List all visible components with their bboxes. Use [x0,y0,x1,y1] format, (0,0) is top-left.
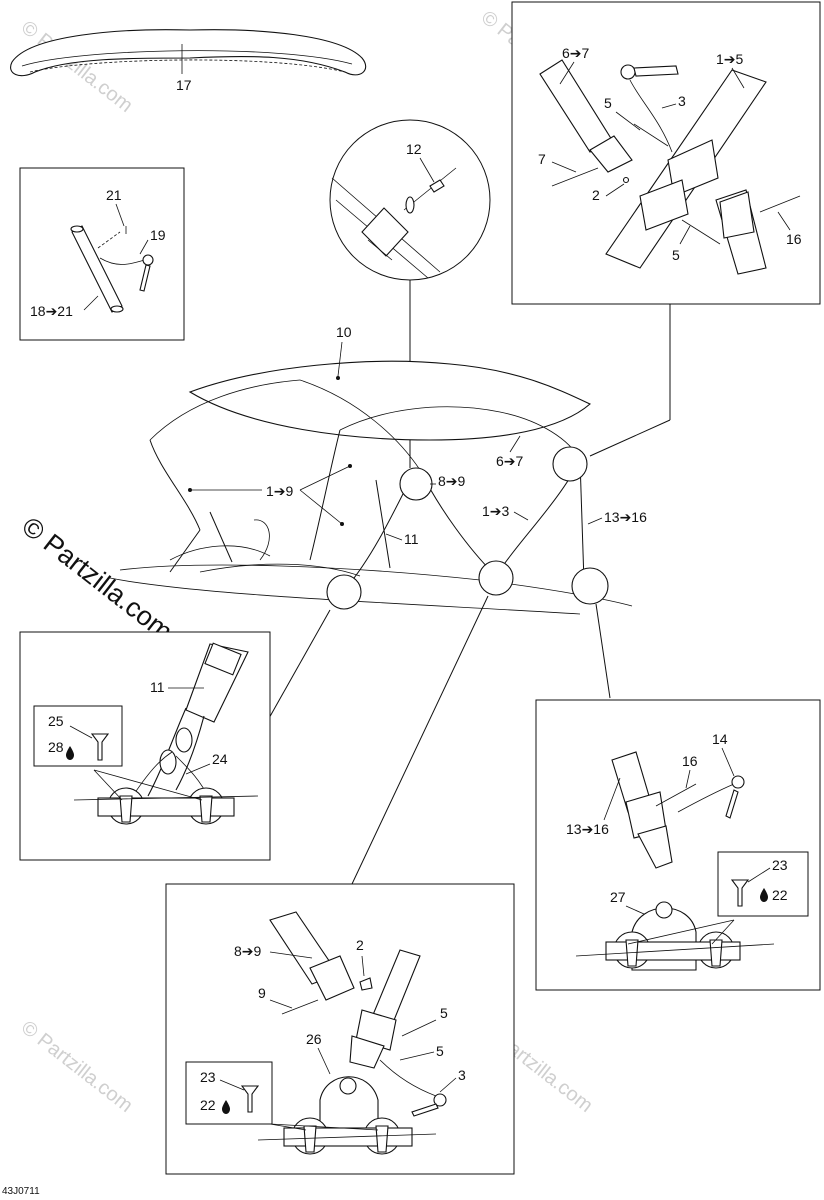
callout-6-7: 6➔7 [496,453,524,469]
callout-3-bottom: 3 [458,1067,466,1083]
callout-22-bottom: 22 [200,1097,216,1113]
callout-16-back: 16 [682,753,698,769]
callout-5-joint-b: 5 [672,247,680,263]
callout-13-16-back: 13➔16 [566,821,609,837]
drawing-code: 43J0711 [2,1186,40,1197]
callout-8-9: 8➔9 [438,473,466,489]
back-hardware-box [717,851,809,917]
callout-16-joint: 16 [786,231,802,247]
sealant-drop-icon [66,746,74,760]
bimini-overview [109,360,633,615]
bottom-drawing [257,911,447,1155]
callout-6-7-joint: 6➔7 [562,45,590,61]
strap-drawing [73,642,259,825]
callout-26: 26 [306,1031,322,1047]
callout-2-joint: 2 [592,187,600,203]
callout-21: 21 [106,187,122,203]
callout-10: 10 [336,324,352,340]
callout-23-back: 23 [772,857,788,873]
callout-5-bottom-b: 5 [436,1043,444,1059]
callout-27: 27 [610,889,626,905]
callout-11-strap: 11 [150,679,165,695]
callout-9-bottom: 9 [258,985,266,1001]
callout-8-9-bottom: 8➔9 [234,943,262,959]
screw-icon [90,733,110,761]
sealant-drop-icon [222,1100,230,1114]
callout-2-bottom: 2 [356,937,364,953]
callout-7-joint: 7 [538,151,546,167]
tube-drawing [70,225,154,313]
inset-joint [511,1,821,305]
callout-24: 24 [212,751,228,767]
watermark-main: © Partzilla.com [16,511,178,647]
callout-1-9: 1➔9 [266,483,294,499]
callout-1-5-joint: 1➔5 [716,51,744,67]
callout-1-3: 1➔3 [482,503,510,519]
screw-icon [730,879,750,907]
callout-5-joint-a: 5 [604,95,612,111]
callout-25: 25 [48,713,64,729]
bubble-drawing [331,167,457,279]
strap-hardware-box [33,705,123,767]
callout-22-back: 22 [772,887,788,903]
callout-5-bottom-a: 5 [440,1005,448,1021]
callout-11: 11 [404,531,419,547]
bottom-hardware-box [185,1061,273,1125]
screw-icon [240,1085,260,1113]
callout-28: 28 [48,739,64,755]
callout-13-16: 13➔16 [604,509,647,525]
callout-12: 12 [406,141,422,157]
back-tube-drawing [575,751,775,971]
callout-3-joint: 3 [678,93,686,109]
callout-17: 17 [176,77,192,93]
callout-18-21: 18➔21 [30,303,73,319]
joint-drawing [539,59,801,275]
callout-19: 19 [150,227,166,243]
watermark-faint: © Partzilla.com [17,1017,137,1117]
top-cover [10,29,367,77]
callout-14: 14 [712,731,728,747]
callout-23-bottom: 23 [200,1069,216,1085]
inset-frame-tube [19,167,185,341]
sealant-drop-icon [760,888,768,902]
